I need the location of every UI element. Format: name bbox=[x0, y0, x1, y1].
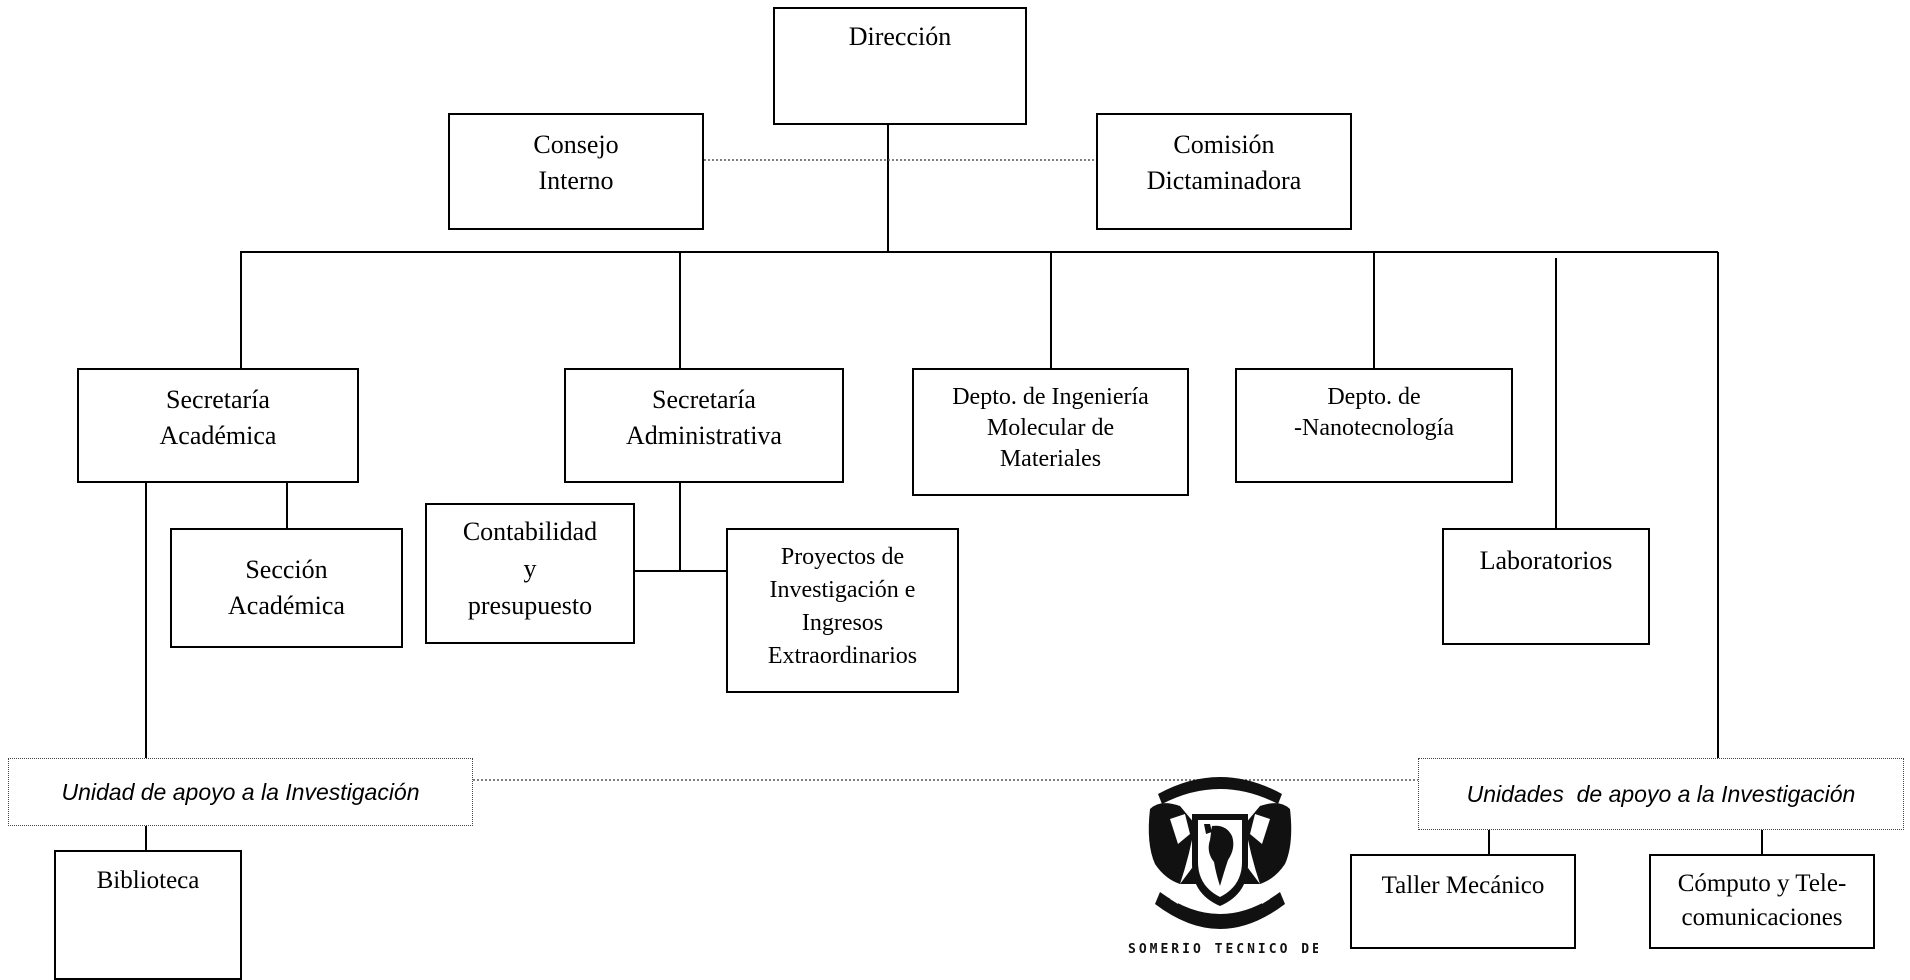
box-consejo-interno: Consejo Interno bbox=[448, 113, 704, 230]
unidad-apoyo-investigacion: Unidad de apoyo a la Investigación bbox=[8, 758, 473, 826]
sec-administrativa-line-2: Administrativa bbox=[626, 421, 782, 450]
contabilidad-line-1: Contabilidad bbox=[462, 517, 598, 546]
taller-label: Taller Mecánico bbox=[1381, 872, 1545, 899]
biblioteca-label: Biblioteca bbox=[96, 867, 200, 894]
box-depto-nanotecnologia: Depto. de -Nanotecnología bbox=[1235, 368, 1513, 483]
unidad-apoyo-label: Unidad de apoyo a la Investigación bbox=[61, 778, 420, 805]
sec-academica-line-2: Académica bbox=[159, 421, 277, 450]
unam-seal-icon bbox=[1148, 777, 1292, 929]
unidades-apoyo-label: Unidades de apoyo a la Investigación bbox=[1466, 780, 1856, 807]
computo-line-2: comunicaciones bbox=[1681, 904, 1843, 931]
consejo-line-1: Consejo bbox=[533, 130, 619, 159]
box-proyectos-investigacion: Proyectos de Investigación e Ingresos Ex… bbox=[726, 528, 959, 693]
box-seccion-academica: Sección Académica bbox=[170, 528, 403, 648]
seccion-line-1: Sección bbox=[245, 555, 328, 584]
depto-ingenieria-line-2: Molecular de bbox=[986, 415, 1115, 441]
unidades-apoyo-investigacion: Unidades de apoyo a la Investigación bbox=[1418, 758, 1904, 830]
direccion-label: Dirección bbox=[848, 22, 952, 51]
sec-administrativa-line-1: Secretaría bbox=[652, 385, 756, 414]
depto-nano-line-1: Depto. de bbox=[1327, 384, 1421, 410]
box-secretaria-administrativa: Secretaría Administrativa bbox=[564, 368, 844, 483]
seal-caption: SOMERÍO TÉCNICO DE bbox=[1128, 942, 1318, 957]
comision-line-1: Comisión bbox=[1173, 130, 1275, 159]
proyectos-line-4: Extraordinarios bbox=[767, 643, 918, 669]
box-laboratorios: Laboratorios bbox=[1442, 528, 1650, 645]
contabilidad-line-3: presupuesto bbox=[467, 591, 593, 620]
box-secretaria-academica: Secretaría Académica bbox=[77, 368, 359, 483]
contabilidad-line-2: y bbox=[523, 554, 537, 583]
box-depto-ingenieria-molecular: Depto. de Ingeniería Molecular de Materi… bbox=[912, 368, 1189, 496]
box-contabilidad-presupuesto: Contabilidad y presupuesto bbox=[425, 503, 635, 644]
proyectos-line-1: Proyectos de bbox=[780, 544, 905, 570]
box-computo-telecomunicaciones: Cómputo y Tele- comunicaciones bbox=[1649, 854, 1875, 949]
seccion-line-2: Académica bbox=[228, 591, 345, 620]
depto-ingenieria-line-1: Depto. de Ingeniería bbox=[952, 384, 1149, 410]
proyectos-line-2: Investigación e bbox=[769, 577, 916, 603]
box-direccion: Dirección bbox=[773, 7, 1027, 125]
consejo-line-2: Interno bbox=[538, 166, 614, 195]
comision-line-2: Dictaminadora bbox=[1146, 166, 1302, 195]
sec-academica-line-1: Secretaría bbox=[166, 385, 270, 414]
depto-ingenieria-line-3: Materiales bbox=[999, 446, 1102, 472]
computo-line-1: Cómputo y Tele- bbox=[1677, 870, 1847, 897]
proyectos-line-3: Ingresos bbox=[801, 610, 884, 636]
box-taller-mecanico: Taller Mecánico bbox=[1350, 854, 1576, 949]
box-comision-dictaminadora: Comisión Dictaminadora bbox=[1096, 113, 1352, 230]
laboratorios-label: Laboratorios bbox=[1479, 546, 1613, 575]
depto-nano-line-2: -Nanotecnología bbox=[1294, 415, 1454, 441]
